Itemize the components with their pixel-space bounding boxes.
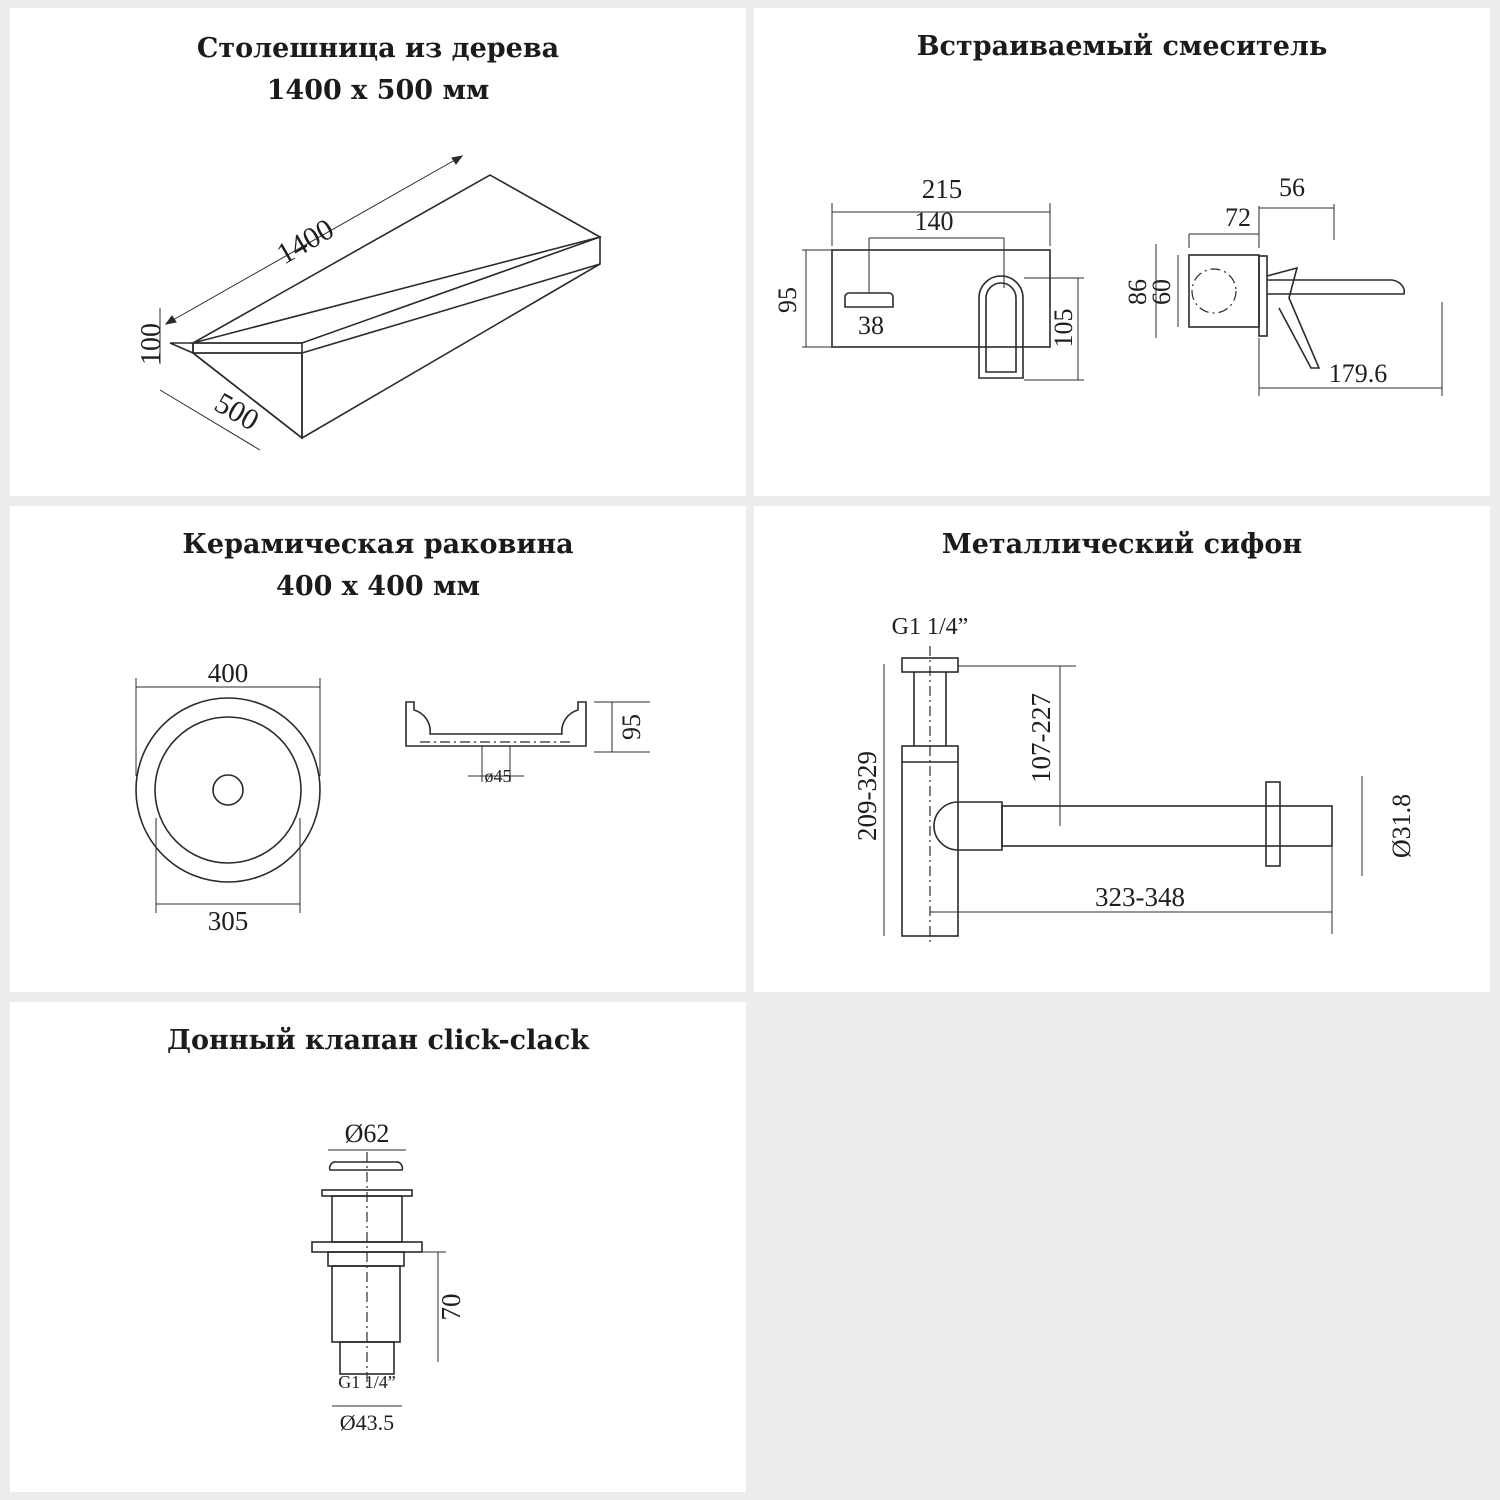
mixer-dim-lever: 38 (858, 311, 884, 340)
basin-top-view (135, 678, 321, 913)
panel-title: Донный клапан click-clack (10, 1020, 746, 1062)
basin-side-view (405, 701, 650, 782)
valve-dim-body: Ø43.5 (340, 1410, 394, 1435)
title-line-1: Столешница из дерева (196, 33, 560, 64)
mixer-dim-side-body: 72 (1225, 203, 1251, 232)
basin-drawing: 400 305 95 ø45 (135, 658, 650, 936)
title-line-2: 1400 x 500 мм (266, 75, 490, 106)
mixer-dim-side-depth: 56 (1279, 173, 1305, 202)
basin-dim-outer: 400 (208, 658, 249, 688)
title-line-2: 400 x 400 мм (276, 571, 480, 602)
dimension-lines (159, 155, 464, 451)
panel-siphon: Металлический сифон G1 1/4” 209-329 107-… (754, 506, 1490, 992)
siphon-drawing: G1 1/4” 209-329 107-227 323-348 Ø31.8 (852, 614, 1416, 946)
basin-dim-drain: ø45 (485, 766, 512, 786)
mixer-dim-width: 215 (922, 174, 963, 204)
title-line-1: Металлический сифон (941, 529, 1303, 560)
drain-valve-body (311, 1152, 423, 1392)
basin-dim-inner: 305 (208, 906, 249, 936)
valve-dimension-lines (328, 1149, 446, 1407)
siphon-dim-thread: G1 1/4” (892, 614, 969, 640)
title-line-1: Встраиваемый смеситель (916, 31, 1328, 62)
mixer-dim-spacing: 140 (915, 207, 954, 236)
siphon-dim-pipe: Ø31.8 (1387, 794, 1416, 858)
mixer-dim-side-h1: 86 (1123, 279, 1152, 305)
siphon-dim-length: 323-348 (1095, 882, 1185, 912)
basin-dim-height: 95 (617, 714, 646, 740)
mixer-dim-height-left: 95 (773, 287, 802, 313)
mixer-dim-spout: 179.6 (1329, 359, 1388, 388)
panel-title: Столешница из дерева 1400 x 500 мм (10, 28, 746, 112)
valve-dim-cap: Ø62 (345, 1119, 390, 1148)
panel-title: Металлический сифон (754, 524, 1490, 566)
dim-length: 1400 (271, 212, 339, 271)
dim-height: 100 (136, 323, 167, 365)
mixer-side-view (1155, 204, 1443, 396)
title-line-1: Донный клапан click-clack (166, 1025, 590, 1056)
title-line-1: Керамическая раковина (182, 529, 574, 560)
siphon-dim-total-height: 209-329 (852, 751, 882, 841)
panel-title: Керамическая раковина 400 x 400 мм (10, 524, 746, 608)
countertop-outline (169, 174, 602, 440)
siphon-body (901, 646, 1333, 946)
valve-dim-height: 70 (436, 1294, 466, 1321)
siphon-dim-adjust-height: 107-227 (1026, 693, 1056, 783)
mixer-dim-height-right: 105 (1049, 309, 1078, 348)
mixer-front-view (802, 203, 1084, 381)
valve-dim-thread: G1 1/4” (338, 1372, 396, 1392)
panel-title: Встраиваемый смеситель (754, 26, 1490, 68)
mixer-dim-side-h2: 60 (1147, 279, 1176, 305)
panel-countertop: Столешница из дерева 1400 x 500 мм 1400 … (10, 8, 746, 496)
countertop-drawing: 1400 100 500 (136, 155, 602, 451)
panel-basin: Керамическая раковина 400 x 400 мм 400 3… (10, 506, 746, 992)
panel-mixer: Встраиваемый смеситель 215 140 95 38 105 (754, 8, 1490, 496)
drain-valve-drawing: Ø62 70 G1 1/4” Ø43.5 (311, 1119, 466, 1435)
panel-drain-valve: Донный клапан click-clack Ø62 70 G1 1/4”… (10, 1002, 746, 1492)
siphon-dimension-lines (883, 664, 1363, 936)
dim-depth: 500 (209, 386, 264, 437)
mixer-drawing: 215 140 95 38 105 56 72 86 60 179.6 (773, 173, 1443, 396)
